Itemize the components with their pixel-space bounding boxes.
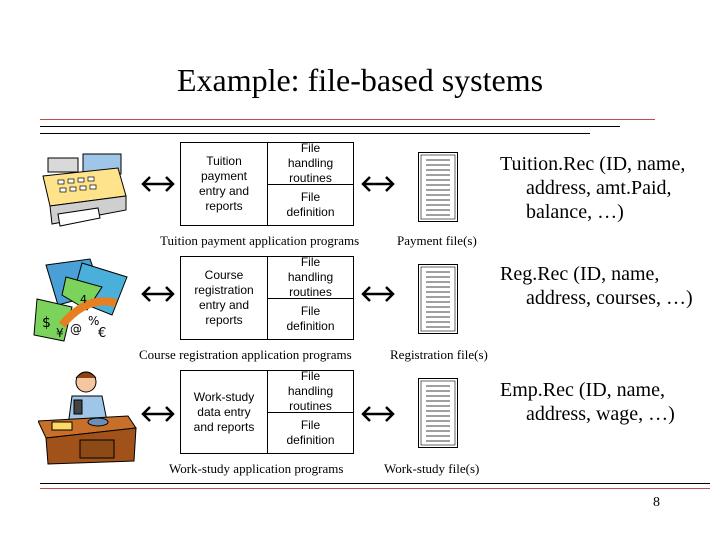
double-arrow-icon — [361, 286, 395, 302]
tuition-program-label: Tuition payment entry and reports — [181, 143, 268, 225]
tuition-record: Tuition.Rec (ID, name, address, amt.Paid… — [500, 153, 686, 223]
workstudy-record: Emp.Rec (ID, name, address, wage, …) — [500, 379, 675, 425]
tuition-file-handling: File handling routines — [268, 141, 353, 185]
registration-file-icon — [418, 264, 458, 334]
double-arrow-icon — [141, 176, 175, 192]
double-arrow-icon — [361, 406, 395, 422]
tuition-programs-caption: Tuition payment application programs — [160, 233, 360, 248]
title-rule-1 — [40, 119, 655, 120]
registration-record: Reg.Rec (ID, name, address, courses, …) — [500, 263, 693, 309]
tuition-file-definition: File definition — [286, 189, 335, 219]
slide-title: Example: file-based systems — [176, 62, 544, 98]
svg-text:@: @ — [70, 322, 82, 336]
cash-register-clipart — [42, 153, 127, 227]
title-rule-3 — [40, 133, 590, 134]
double-arrow-icon — [361, 176, 395, 192]
tuition-program-box: Tuition payment entry and reports File h… — [180, 141, 354, 226]
payment-file-icon — [418, 152, 458, 222]
bottom-rule-1 — [40, 483, 710, 484]
course-file-definition: File definition — [286, 303, 335, 333]
course-file-handling: File handling routines — [268, 255, 353, 299]
course-program-label: Course registration entry and reports — [181, 257, 268, 339]
workstudy-programs-caption: Work-study application programs — [169, 461, 344, 476]
worker-at-desk-clipart — [38, 371, 137, 465]
svg-text:€: € — [98, 326, 106, 341]
workstudy-file-definition: File definition — [286, 417, 335, 447]
title-rule-2 — [40, 126, 620, 127]
payment-file-caption: Payment file(s) — [397, 233, 477, 248]
double-arrow-icon — [141, 286, 175, 302]
workstudy-file-icon — [418, 378, 458, 448]
svg-text:4: 4 — [80, 293, 87, 306]
bottom-rule-2 — [40, 488, 710, 489]
svg-text:$: $ — [42, 315, 51, 331]
workstudy-program-label: Work-study data entry and reports — [181, 371, 268, 453]
workstudy-file-handling: File handling routines — [268, 369, 353, 413]
currency-symbols-clipart: $ ¥ @ % € 4 — [33, 258, 128, 342]
course-program-box: Course registration entry and reports Fi… — [180, 255, 354, 340]
workstudy-file-caption: Work-study file(s) — [384, 461, 480, 476]
page-number: 8 — [653, 495, 660, 510]
registration-file-caption: Registration file(s) — [390, 347, 488, 362]
double-arrow-icon — [141, 406, 175, 422]
workstudy-program-box: Work-study data entry and reports File h… — [180, 369, 354, 454]
course-programs-caption: Course registration application programs — [139, 347, 352, 362]
svg-text:%: % — [88, 314, 99, 328]
svg-text:¥: ¥ — [56, 326, 64, 340]
